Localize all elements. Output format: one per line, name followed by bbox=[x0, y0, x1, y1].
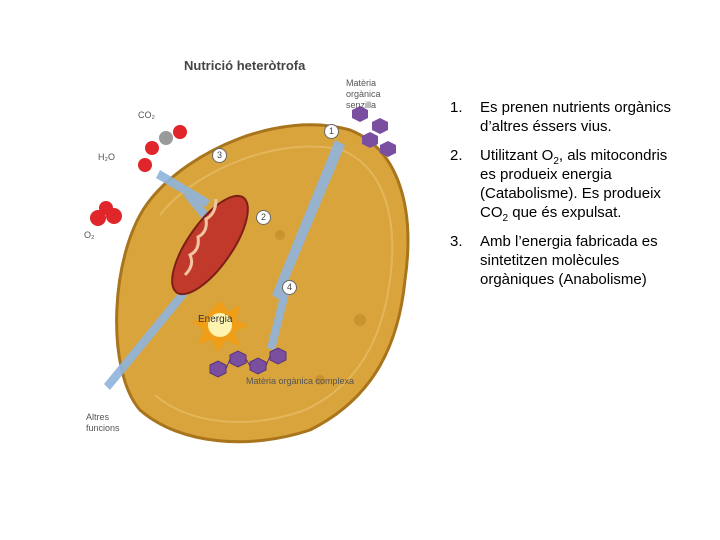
label-o2: O₂ bbox=[84, 230, 95, 240]
process-steps-list: 1. Es prenen nutrients orgànics d’altres… bbox=[450, 98, 680, 299]
h2o-molecule bbox=[138, 158, 152, 172]
step-number-4: 4 bbox=[282, 280, 297, 295]
label-simple-organic: Matèria orgànica senzilla bbox=[346, 78, 381, 110]
cell-body bbox=[115, 123, 410, 444]
label-other-functions: Altres funcions bbox=[86, 412, 120, 433]
label-complex-organic: Matèria orgànica complexa bbox=[246, 376, 355, 386]
label-h2o: H₂O bbox=[98, 152, 115, 162]
energy-burst bbox=[192, 300, 248, 352]
list-text-pre: Utilitzant O bbox=[480, 147, 554, 164]
list-item: 1. Es prenen nutrients orgànics d’altres… bbox=[450, 98, 680, 136]
label-energy: Energia bbox=[198, 314, 233, 325]
subscript: 2 bbox=[553, 156, 559, 167]
list-text-post: que és expulsat. bbox=[508, 204, 622, 221]
step-number-1: 1 bbox=[324, 124, 339, 139]
list-number: 3. bbox=[450, 233, 463, 250]
list-item: 2. Utilitzant O2, als mitocondris es pro… bbox=[450, 146, 680, 224]
diagram-title: Nutrició heteròtrofa bbox=[184, 58, 306, 73]
complex-organic-molecules bbox=[209, 347, 287, 378]
label-co2: CO₂ bbox=[138, 110, 155, 120]
subscript: 2 bbox=[502, 213, 509, 224]
list-number: 1. bbox=[450, 99, 463, 116]
transport-arrows bbox=[104, 140, 345, 390]
list-text: Es prenen nutrients orgànics d’altres és… bbox=[480, 99, 671, 135]
o2-molecule bbox=[90, 201, 122, 226]
step-number-2: 2 bbox=[256, 210, 271, 225]
cell-diagram bbox=[90, 106, 410, 444]
step-number-3: 3 bbox=[212, 148, 227, 163]
mitochondrion bbox=[171, 194, 249, 296]
list-text: Amb l’energia fabricada es sintetitzen m… bbox=[480, 233, 658, 288]
simple-organic-molecules bbox=[352, 106, 396, 157]
co2-molecule bbox=[145, 125, 187, 155]
list-text-mid: , als mitocondris es produeix energia (C… bbox=[480, 147, 668, 221]
list-number: 2. bbox=[450, 147, 463, 164]
list-item: 3. Amb l’energia fabricada es sintetitze… bbox=[450, 232, 680, 289]
